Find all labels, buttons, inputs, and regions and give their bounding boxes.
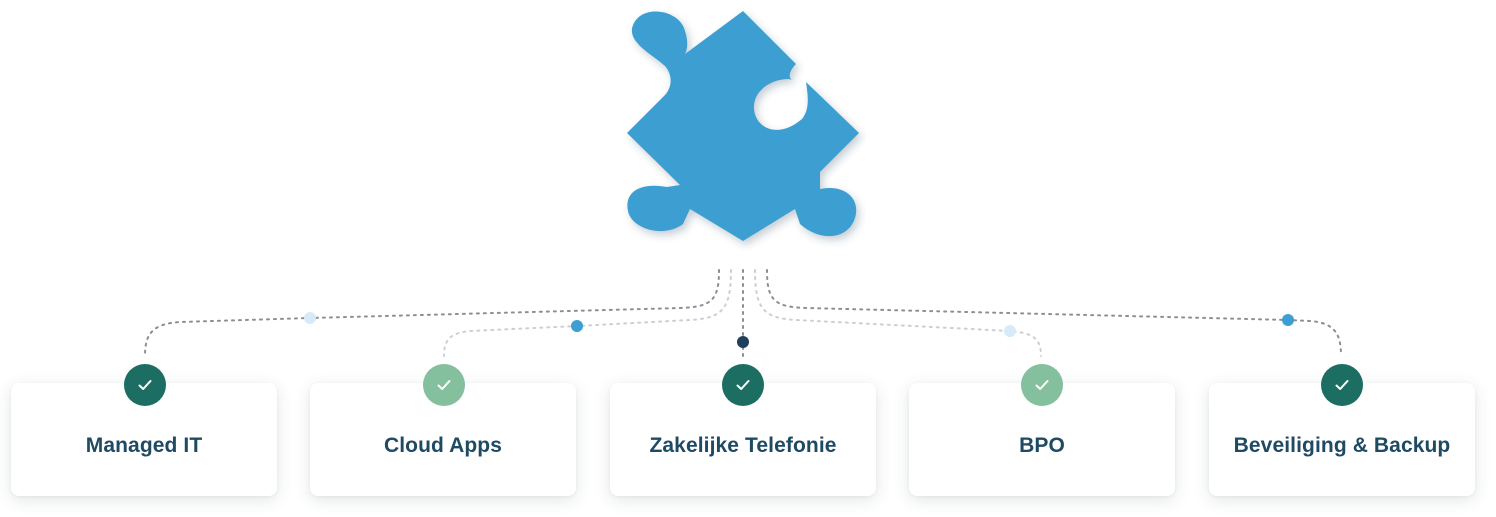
- connector-beveiliging-backup: [766, 269, 1342, 357]
- checkmark-icon: [1321, 364, 1363, 406]
- connector-dot: [304, 312, 316, 324]
- connector-cloud-apps: [443, 269, 732, 357]
- service-card-label: BPO: [1019, 433, 1065, 457]
- service-card-label: Managed IT: [85, 433, 203, 457]
- puzzle-piece-icon: [627, 11, 859, 241]
- checkmark-icon: [722, 364, 764, 406]
- service-card-label: Cloud Apps: [383, 433, 503, 457]
- connector-bpo: [754, 269, 1042, 357]
- service-card-zakelijke-telefonie[interactable]: Zakelijke Telefonie: [610, 383, 876, 496]
- connector-managed-it: [144, 269, 720, 357]
- checkmark-icon: [1021, 364, 1063, 406]
- connector-dot: [571, 320, 583, 332]
- service-card-label: Zakelijke Telefonie: [649, 433, 837, 457]
- connector-dot: [737, 336, 749, 348]
- service-card-label: Beveiliging & Backup: [1233, 433, 1451, 457]
- connector-dot: [1004, 325, 1016, 337]
- connector-dot: [1282, 314, 1294, 326]
- checkmark-icon: [423, 364, 465, 406]
- checkmark-icon: [124, 364, 166, 406]
